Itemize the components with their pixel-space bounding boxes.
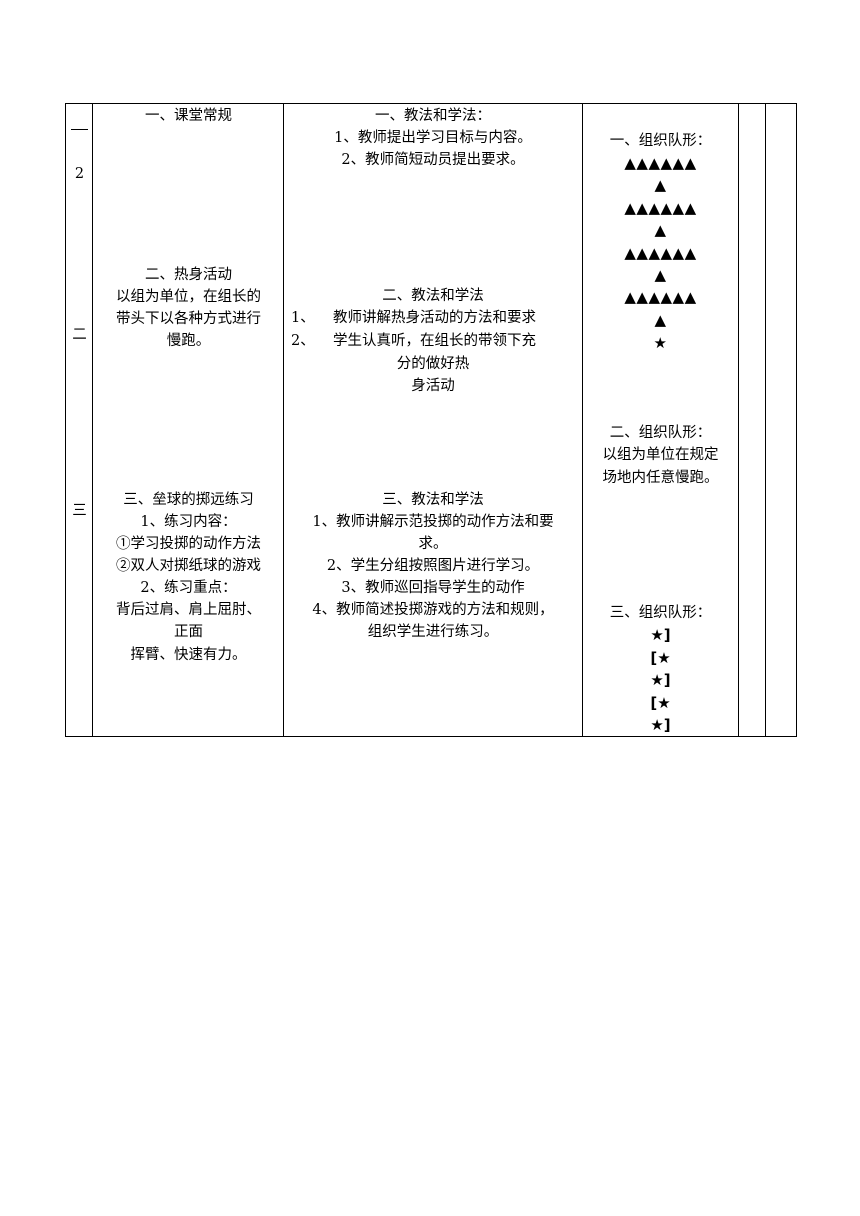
teacher-star-icon: ★ [653, 334, 668, 352]
org-1-title: 一、组织队形： [609, 133, 712, 149]
method-1-line: 2、教师简短动员提出要求。 [341, 152, 525, 168]
method-1-line: 1、教师提出学习目标与内容。 [334, 130, 532, 146]
triangle-formation-row: ▲ [654, 176, 667, 194]
throw-line: 挥臂、快速有力。 [130, 647, 247, 663]
throw-line: 正面 [174, 624, 203, 640]
lesson-plan-table: 2 二 三 一、课堂常规 二、热身活动 以组为单位，在组长的 带头下以各种方式进… [65, 103, 797, 737]
warmup-line: 带头下以各种方式进行 [116, 311, 261, 327]
triangle-formation-row: ▲▲▲▲▲▲ [624, 288, 697, 306]
empty-cell [765, 103, 797, 737]
section-label-cell: 2 二 三 [65, 103, 93, 737]
method-3-line: 求。 [418, 536, 448, 552]
triangle-formation-row: ▲ [654, 311, 667, 329]
method-2-item-number: 2、 [291, 333, 315, 349]
method-2-title: 二、教法和学法 [382, 288, 484, 304]
throw-line: 1、练习内容： [140, 514, 237, 530]
warmup-title: 二、热身活动 [145, 267, 232, 283]
org-2-title: 二、组织队形： [609, 425, 712, 441]
method-2-item-number: 1、 [291, 310, 315, 326]
method-2-item-text: 教师讲解热身活动的方法和要求 [333, 310, 536, 326]
pair-formation-row: ★] [650, 716, 671, 734]
method-1-title: 一、教法和学法： [375, 108, 491, 124]
method-3-line: 4、教师简述投掷游戏的方法和规则， [312, 602, 554, 618]
org-2-line: 场地内任意慢跑。 [602, 470, 719, 486]
routine-title: 一、课堂常规 [145, 108, 232, 124]
triangle-formation-row: ▲▲▲▲▲▲ [624, 244, 697, 262]
throw-line: 背后过肩、肩上屈肘、 [116, 602, 261, 618]
method-2-item-text: 学生认真听，在组长的带领下充 [333, 333, 536, 349]
methods-cell: 一、教法和学法： 1、教师提出学习目标与内容。 2、教师简短动员提出要求。 二、… [283, 103, 583, 737]
content-cell: 一、课堂常规 二、热身活动 以组为单位，在组长的 带头下以各种方式进行 慢跑。 … [92, 103, 284, 737]
method-3-title: 三、教法和学法 [382, 492, 484, 508]
organization-cell: 一、组织队形： ▲▲▲▲▲▲ ▲ ▲▲▲▲▲▲ ▲ ▲▲▲▲▲▲ ▲ ▲▲▲▲▲… [582, 103, 739, 737]
method-2-line: 分的做好热 [396, 356, 470, 372]
section-3-label: 三 [72, 503, 87, 519]
triangle-formation-row: ▲ [654, 221, 667, 239]
throw-line: ①学习投掷的动作方法 [116, 536, 261, 552]
throw-line: 2、练习重点： [140, 580, 237, 596]
empty-cell [738, 103, 766, 737]
throw-line: ②双人对掷纸球的游戏 [116, 558, 261, 574]
org-2-line: 以组为单位在规定 [602, 447, 719, 463]
method-3-line: 2、学生分组按照图片进行学习。 [326, 558, 540, 574]
method-3-line: 3、教师巡回指导学生的动作 [341, 580, 525, 596]
triangle-formation-row: ▲▲▲▲▲▲ [624, 199, 697, 217]
section-marker-line [71, 129, 88, 130]
pair-formation-row: [★ [650, 649, 671, 667]
pair-formation-row: ★] [650, 671, 671, 689]
pair-formation-row: [★ [650, 694, 671, 712]
warmup-line: 以组为单位，在组长的 [116, 289, 261, 305]
org-3-title: 三、组织队形： [609, 605, 712, 621]
section-1-number: 2 [74, 166, 85, 182]
throw-title: 三、垒球的掷远练习 [123, 492, 254, 508]
section-2-label: 二 [72, 327, 87, 343]
method-3-line: 1、教师讲解示范投掷的动作方法和要 [312, 514, 554, 530]
method-2-line: 身活动 [411, 378, 455, 394]
warmup-line: 慢跑。 [166, 333, 211, 349]
triangle-formation-row: ▲ [654, 266, 667, 284]
triangle-formation-row: ▲▲▲▲▲▲ [624, 154, 697, 172]
method-3-line: 组织学生进行练习。 [367, 624, 499, 640]
pair-formation-row: ★] [650, 626, 671, 644]
